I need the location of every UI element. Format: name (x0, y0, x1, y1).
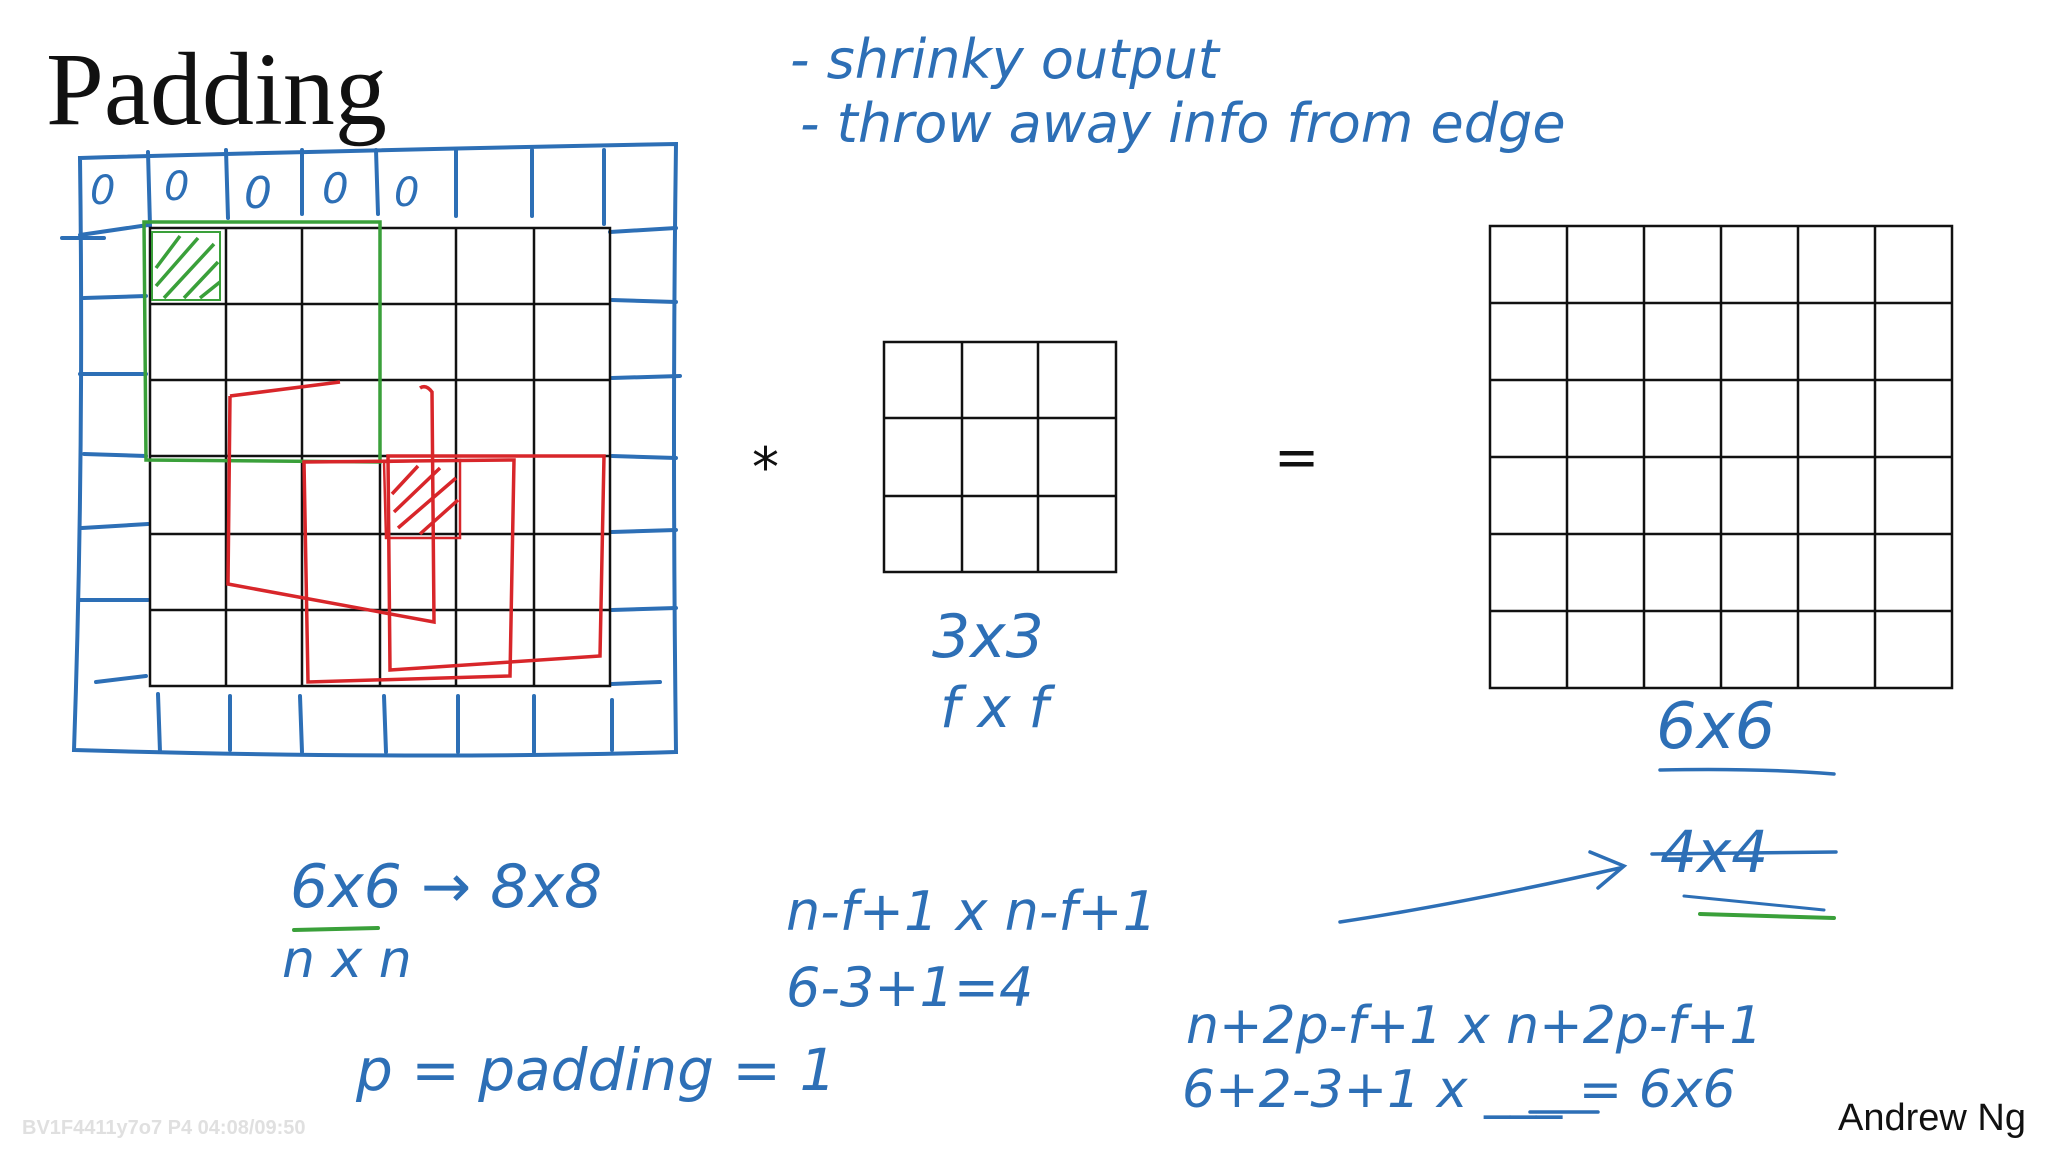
pad-zero-3: 0 (244, 168, 272, 219)
nxn-label: n x n (282, 930, 412, 990)
video-watermark: BV1F4411y7o7 P4 04:08/09:50 (22, 1117, 306, 1139)
equals-operator: = (1274, 426, 1320, 489)
padded-calc: 6+2-3+1 x ___ = 6x6 (1182, 1060, 1736, 1120)
slide-title: Padding (46, 32, 387, 147)
old-output-size-label: 4x4 (1660, 818, 1769, 886)
note-shrinky-output: - shrinky output (790, 28, 1219, 91)
output-size-label: 6x6 (1656, 690, 1776, 764)
padded-input-border (60, 141, 682, 758)
pad-zero-4: 0 (322, 164, 349, 213)
pad-zero-5: 0 (394, 170, 420, 216)
pad-zero-1: 0 (90, 168, 116, 214)
output-calc: 6-3+1=4 (786, 956, 1034, 1019)
output-grid-6x6 (1488, 224, 1954, 690)
padded-formula: n+2p-f+1 x n+2p-f+1 (1186, 996, 1763, 1056)
grow-equation: 6x6 → 8x8 (290, 852, 603, 922)
filter-grid-3x3 (882, 340, 1118, 574)
output-formula: n-f+1 x n-f+1 (786, 880, 1157, 943)
filter-symbolic-label: f x f (940, 676, 1049, 741)
convolution-operator: * (752, 436, 779, 499)
pad-zero-2: 0 (164, 164, 190, 210)
annotations-lines (292, 767, 1838, 1114)
author-credit: Andrew Ng (1838, 1097, 2026, 1139)
green-filter-window (142, 220, 382, 464)
red-filter-windows (226, 380, 606, 684)
note-throw-away-info: - throw away info from edge (800, 92, 1566, 155)
filter-size-label: 3x3 (932, 602, 1044, 672)
padding-definition: p = padding = 1 (356, 1036, 837, 1104)
